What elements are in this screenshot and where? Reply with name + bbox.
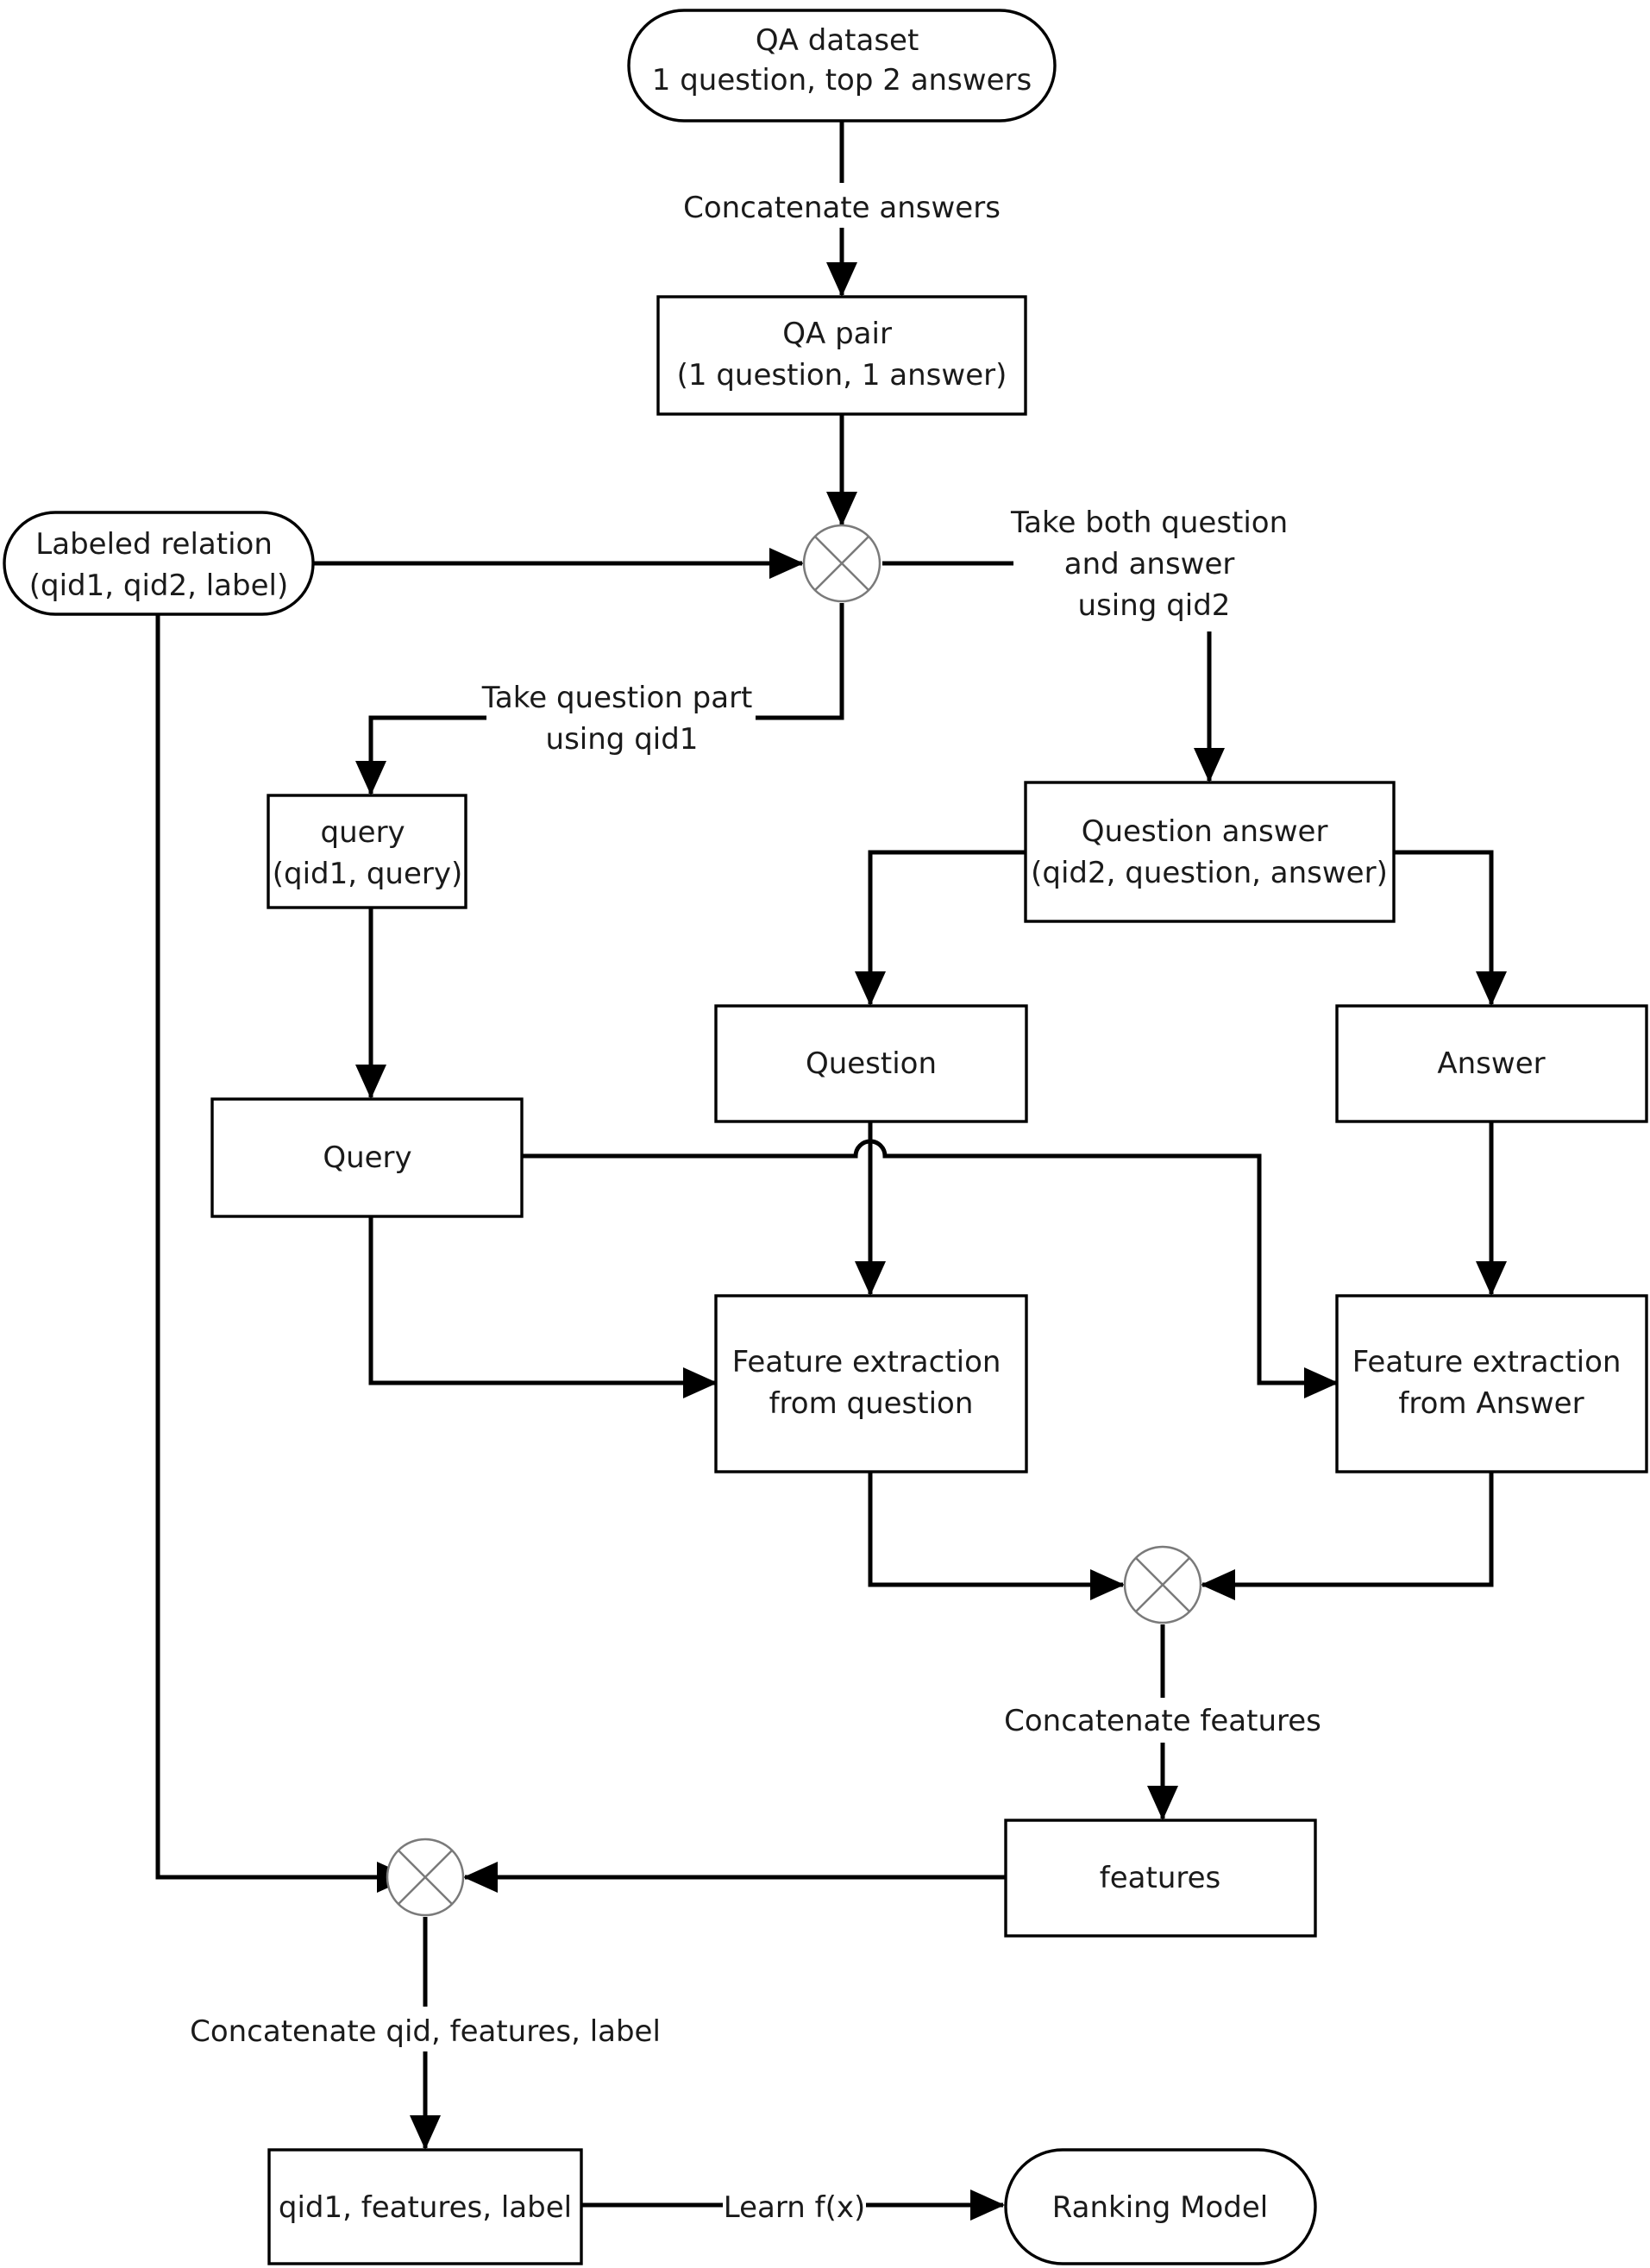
question-answer-label: Question answer (qid2, question, answer) — [1031, 814, 1388, 890]
labeled-relation-label-line-2: (qid1, qid2, label) — [29, 569, 288, 603]
labeled-relation-label: Labeled relation (qid1, qid2, label) — [29, 527, 288, 603]
edge-relation-to-merge3 — [155, 615, 411, 1893]
take-both-label: Take both question and answer using qid2 — [1010, 506, 1297, 623]
take-question-label: Take question part using qid1 — [481, 681, 762, 757]
edge-query-to-feature-answer — [522, 1139, 1339, 1398]
question-answer-label-line-2: (qid2, question, answer) — [1031, 856, 1388, 890]
question-answer-label-line-1: Question answer — [1082, 814, 1328, 849]
answer-box — [1335, 1004, 1648, 1123]
question-answer-box — [1024, 781, 1396, 923]
take-both-label-line-1: Take both question — [1010, 506, 1288, 540]
node-shapes — [3, 9, 1648, 2265]
feature-answer-label-line-2: from Answer — [1398, 1386, 1584, 1421]
features-box — [1004, 1819, 1317, 1938]
edge-qa-to-question — [855, 850, 1026, 1006]
take-question-label-line-1: Take question part — [481, 681, 753, 715]
qa-dataset-label: QA dataset 1 question, top 2 answers — [652, 23, 1032, 97]
edge-feature-question-to-merge2 — [868, 1472, 1125, 1600]
query-label: Query — [323, 1140, 411, 1175]
take-question-label-line-2: using qid1 — [546, 722, 699, 757]
feature-question-label-line-1: Feature extraction — [732, 1345, 1001, 1379]
feature-question-label-line-2: from question — [769, 1386, 974, 1421]
qa-dataset-terminal — [627, 9, 1057, 123]
ranking-model-label: Ranking Model — [1052, 2190, 1268, 2225]
concat-features-label: Concatenate features — [1004, 1704, 1321, 1738]
qa-pair-label-line-1: QA pair — [782, 317, 892, 351]
edge-merge1-to-question-answer — [882, 561, 1209, 781]
ranking-model-terminal — [1004, 2148, 1317, 2265]
take-both-label-line-3: using qid2 — [1078, 588, 1231, 623]
edge-qa-to-answer — [1394, 850, 1507, 1006]
concat-all-label: Concatenate qid, features, label — [190, 2014, 661, 2049]
features-label: features — [1100, 1861, 1220, 1895]
feature-answer-label: Feature extraction from Answer — [1352, 1345, 1631, 1421]
merge-junction-2 — [1123, 1545, 1202, 1624]
merge-junction-3 — [386, 1838, 465, 1917]
merge-junction-1 — [802, 524, 881, 603]
qa-dataset-label-line-1: QA dataset — [756, 23, 919, 58]
qa-dataset-label-line-2: 1 question, top 2 answers — [652, 63, 1032, 97]
answer-label: Answer — [1437, 1046, 1545, 1081]
concat-answers-label: Concatenate answers — [683, 191, 1001, 225]
feature-question-label: Feature extraction from question — [732, 1345, 1011, 1421]
edge-query-to-feature-question — [368, 1216, 718, 1398]
query-small-label-line-1: query — [321, 815, 405, 850]
qa-pair-box — [656, 295, 1027, 416]
final-rows-label: qid1, features, label — [279, 2190, 572, 2225]
question-label: Question — [806, 1046, 937, 1081]
take-both-label-line-2: and answer — [1064, 547, 1235, 581]
query-small-label-line-2: (qid1, query) — [273, 857, 463, 891]
feature-question-box — [714, 1294, 1028, 1473]
learn-label: Learn f(x) — [724, 2190, 865, 2225]
qa-pair-label-line-2: (1 question, 1 answer) — [677, 358, 1007, 393]
feature-answer-label-line-1: Feature extraction — [1352, 1345, 1622, 1379]
labeled-relation-terminal — [3, 511, 315, 616]
query-box — [210, 1097, 524, 1218]
query-small-label: query (qid1, query) — [273, 815, 463, 891]
edge-labels: Concatenate answers Take both question a… — [190, 183, 1321, 2226]
question-box — [714, 1004, 1028, 1123]
junctions — [386, 524, 1202, 1917]
feature-answer-box — [1335, 1294, 1648, 1473]
query-small-box — [267, 794, 467, 909]
labeled-relation-label-line-1: Labeled relation — [35, 527, 273, 562]
node-labels: QA dataset 1 question, top 2 answers QA … — [29, 23, 1631, 2225]
final-rows-box — [267, 2148, 583, 2265]
edge-feature-answer-to-merge2 — [1201, 1472, 1494, 1600]
qa-pair-label: QA pair (1 question, 1 answer) — [677, 317, 1007, 393]
